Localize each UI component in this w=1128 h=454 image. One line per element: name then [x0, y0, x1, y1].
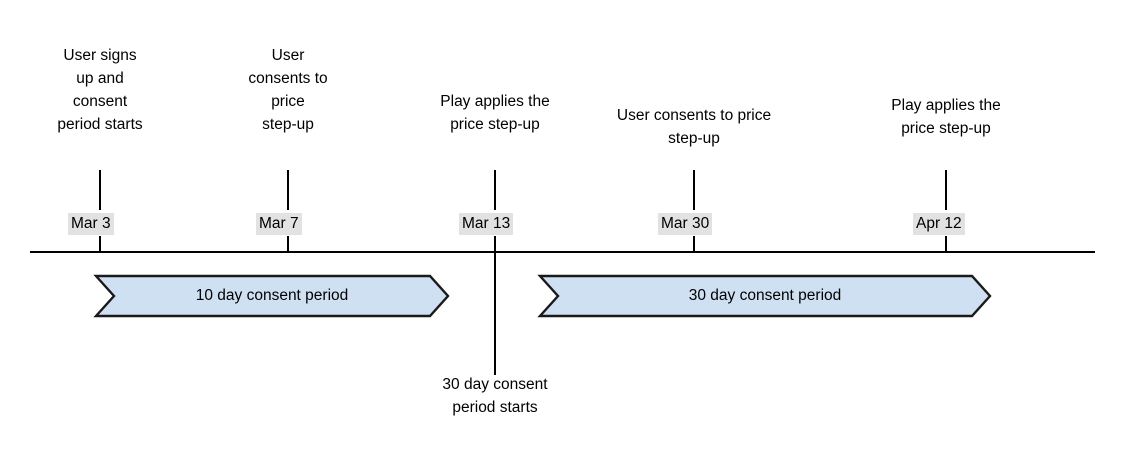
date-chip-stepup-1: Mar 13	[459, 213, 514, 235]
timeline-axis	[30, 251, 1095, 253]
event-label-stepup-2: Play applies the price step-up	[891, 97, 1001, 137]
date-chip-signup: Mar 3	[68, 213, 114, 235]
annotation-thirty-day-start: 30 day consent period starts	[442, 376, 548, 416]
tick-stem-consent-1	[287, 236, 289, 253]
event-label-stepup-1: Play applies the price step-up	[440, 93, 550, 133]
period-label-30-day: 30 day consent period	[688, 287, 842, 304]
drop-line-thirty-day-start	[494, 236, 496, 375]
tick-stem-stepup-2	[945, 236, 947, 253]
tick-stem-signup	[99, 236, 101, 253]
date-chip-stepup-2: Apr 12	[913, 213, 965, 235]
tick-mark-stepup-1	[494, 170, 496, 210]
event-label-consent-1: User consents to price step-up	[248, 47, 328, 133]
period-bar-30-day	[537, 274, 992, 318]
tick-mark-stepup-2	[945, 170, 947, 210]
tick-mark-consent-1	[287, 170, 289, 210]
tick-mark-consent-2	[693, 170, 695, 210]
period-label-10-day: 10 day consent period	[195, 287, 349, 304]
tick-mark-signup	[99, 170, 101, 210]
event-label-consent-2: User consents to price step-up	[616, 107, 772, 147]
event-label-signup: User signs up and consent period starts	[57, 47, 143, 133]
date-chip-consent-1: Mar 7	[256, 213, 302, 235]
date-chip-consent-2: Mar 30	[658, 213, 713, 235]
tick-stem-consent-2	[693, 236, 695, 253]
period-bar-10-day	[93, 274, 450, 318]
